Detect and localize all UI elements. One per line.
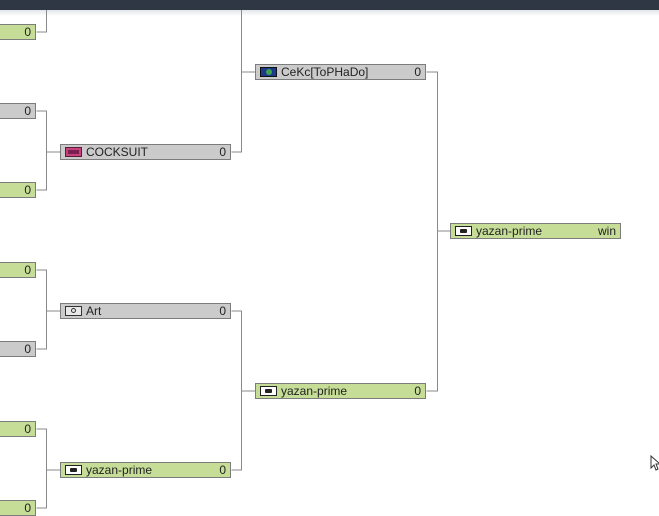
mouse-pointer-icon bbox=[650, 455, 659, 471]
slot-score: 0 bbox=[219, 145, 226, 159]
round1-slot[interactable]: 0 bbox=[0, 421, 36, 437]
slot-score: 0 bbox=[24, 422, 31, 436]
player-name: COCKSUIT bbox=[86, 145, 149, 159]
slot-score: 0 bbox=[24, 501, 31, 515]
round1-slot[interactable]: 0 bbox=[0, 262, 36, 278]
team-logo-icon bbox=[455, 226, 472, 236]
round3-slot-yazan-prime[interactable]: yazan-prime 0 bbox=[255, 383, 426, 399]
window-top-bar bbox=[0, 0, 659, 10]
player-name: yazan-prime bbox=[476, 224, 543, 238]
player-name: yazan-prime bbox=[281, 384, 348, 398]
player-name: yazan-prime bbox=[86, 463, 153, 477]
slot-score: 0 bbox=[24, 263, 31, 277]
art-team-icon bbox=[65, 306, 82, 316]
round1-slot[interactable]: 0 bbox=[0, 341, 36, 357]
round2-slot-cocksuit[interactable]: COCKSUIT 0 bbox=[60, 144, 231, 160]
slot-score: 0 bbox=[414, 65, 421, 79]
slot-score: 0 bbox=[24, 183, 31, 197]
final-slot-winner[interactable]: yazan-prime win bbox=[450, 223, 621, 239]
round3-slot-cekc[interactable]: CeKc[ToPHaDo] 0 bbox=[255, 64, 426, 80]
round1-slot[interactable]: 0 bbox=[0, 182, 36, 198]
slot-score: 0 bbox=[414, 384, 421, 398]
player-name: CeKc[ToPHaDo] bbox=[281, 65, 369, 79]
round1-slot[interactable]: 0 bbox=[0, 103, 36, 119]
slot-score: 0 bbox=[24, 342, 31, 356]
round2-slot-yazan-prime[interactable]: yazan-prime 0 bbox=[60, 462, 231, 478]
round2-slot-art[interactable]: Art 0 bbox=[60, 303, 231, 319]
player-name: Art bbox=[86, 304, 102, 318]
slot-score: 0 bbox=[219, 304, 226, 318]
round1-slot[interactable]: 0 bbox=[0, 24, 36, 40]
team-logo-icon bbox=[260, 386, 277, 396]
globe-flag-icon bbox=[260, 67, 277, 77]
slot-score: 0 bbox=[24, 25, 31, 39]
final-result: win bbox=[597, 224, 616, 238]
slot-score: 0 bbox=[24, 104, 31, 118]
team-logo-icon bbox=[65, 465, 82, 475]
pink-avatar-icon bbox=[65, 147, 82, 157]
round1-slot[interactable]: 0 bbox=[0, 500, 36, 516]
top-bar-shadow bbox=[0, 10, 659, 16]
slot-score: 0 bbox=[219, 463, 226, 477]
